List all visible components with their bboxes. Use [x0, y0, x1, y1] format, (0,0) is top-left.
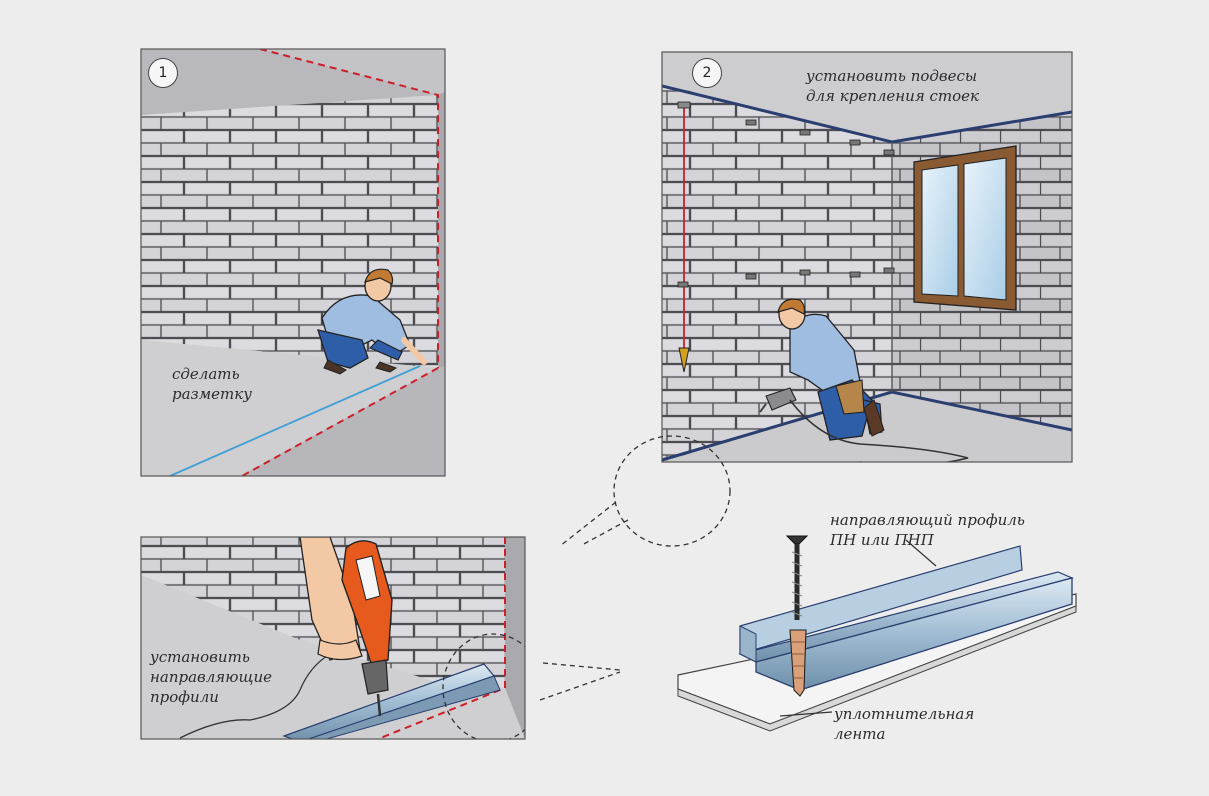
plumb-bob-icon: [677, 101, 691, 373]
sealing-tape-label: уплотнительная лента: [834, 705, 975, 743]
step-2-caption: установить подвесы для крепления стоек: [806, 67, 980, 105]
screw-icon: [785, 535, 809, 620]
worker-drilling-icon: [759, 298, 969, 462]
detail-circle: [442, 633, 525, 739]
guide-profile-label: направляющий профиль ПН или ПНП: [830, 511, 1025, 549]
floor: [141, 340, 438, 476]
window-icon: [913, 145, 1017, 311]
ceiling: [662, 52, 1072, 142]
dowel-icon: [789, 629, 807, 697]
blue-chalk-line: [169, 365, 421, 476]
hanger-markers: [677, 119, 895, 288]
step-2-number-badge: 2: [692, 58, 722, 88]
red-marking-line: [259, 49, 439, 368]
step-3-caption: установить направляющие профили: [150, 648, 272, 706]
profile-detail: [677, 535, 1077, 732]
worker-marking-icon: [317, 268, 427, 375]
step-1-caption: сделать разметку: [172, 365, 252, 403]
panel-step-3: [141, 537, 525, 739]
nail-gun-icon: [299, 537, 393, 717]
panel-step-1: [141, 49, 445, 476]
red-marking-line: [377, 537, 506, 739]
callout-lines: [539, 435, 731, 701]
panel-step-2: [662, 52, 1072, 462]
step-1-number-badge: 1: [148, 58, 178, 88]
ceiling: [141, 49, 438, 115]
guide-profile-icon: [282, 663, 501, 739]
